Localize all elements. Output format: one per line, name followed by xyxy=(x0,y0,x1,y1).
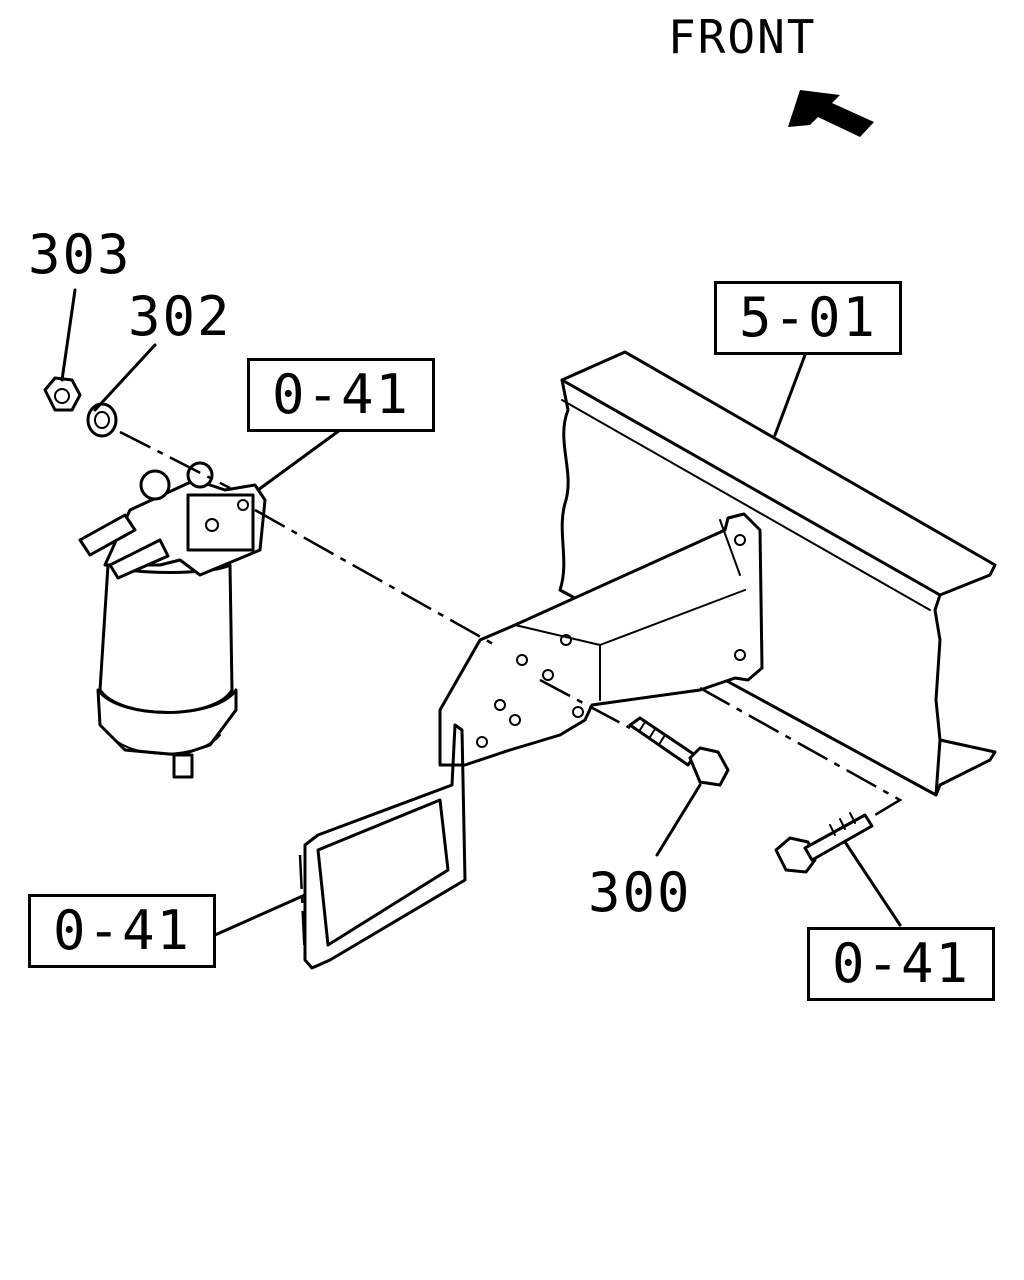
nut-303 xyxy=(43,376,82,412)
fuel-filter xyxy=(78,461,267,779)
guard-loop xyxy=(303,723,467,970)
mounting-bracket xyxy=(438,512,764,767)
callout-300: 300 xyxy=(588,861,692,924)
callout-303: 303 xyxy=(28,223,132,286)
leader-lines xyxy=(60,288,902,937)
front-label: FRONT xyxy=(668,10,817,64)
assembly-lines xyxy=(119,430,903,961)
arrow-front-icon xyxy=(788,90,874,137)
callout-box-frame: 5-01 xyxy=(714,281,902,355)
washer-302 xyxy=(86,402,118,438)
frame-rail xyxy=(558,350,997,797)
callout-box-filter: 0-41 xyxy=(247,358,435,432)
callout-302: 302 xyxy=(128,285,232,348)
callout-box-bolt: 0-41 xyxy=(807,927,995,1001)
bolt-300 xyxy=(628,716,730,787)
bolt-right xyxy=(774,812,874,874)
callout-box-bracket: 0-41 xyxy=(28,894,216,968)
